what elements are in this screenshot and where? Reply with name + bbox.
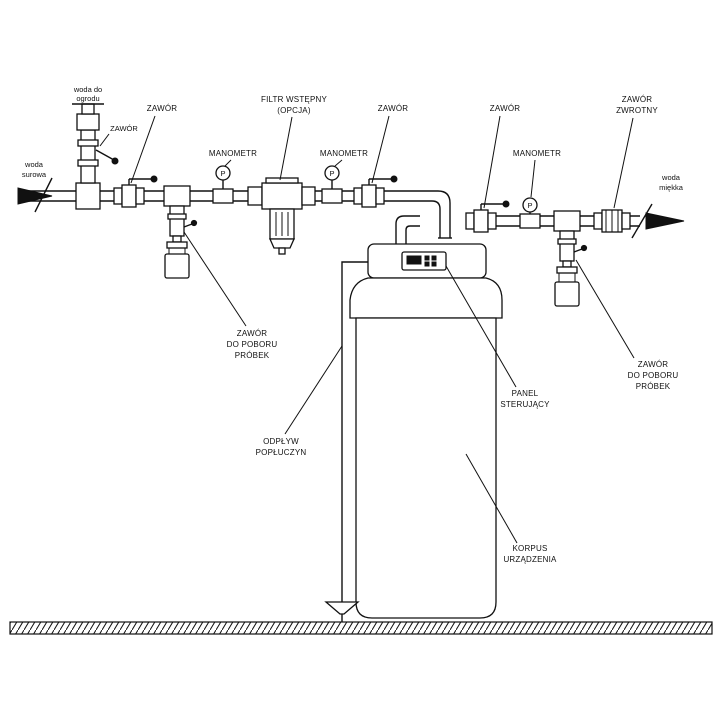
sampling-valve-right-label-2: DO POBORU: [628, 371, 679, 380]
floor: [9, 621, 713, 635]
outlet-valve-label: ZAWÓR: [490, 104, 520, 113]
check-valve-label-1: ZAWÓR: [622, 95, 652, 104]
raw-water-label-2: surowa: [22, 170, 47, 179]
drain-label-2: POPŁUCZYN: [256, 448, 307, 457]
filter-label-1: FILTR WSTĘPNY: [261, 95, 327, 104]
soft-water-label-1: woda: [661, 173, 681, 182]
device-body-label-1: KORPUS: [513, 544, 548, 553]
sampling-valve-left-label-2: DO POBORU: [227, 340, 278, 349]
garden-water-label-1: woda do: [73, 85, 102, 94]
device-inlet-valve: [353, 175, 398, 208]
sampling-valve-left-label-3: PRÓBEK: [235, 351, 270, 360]
manometer-1: P: [212, 165, 234, 204]
soft-water-label-2: miękka: [659, 183, 684, 192]
sampling-tee-left: [163, 185, 198, 279]
filter-label-2: (OPCJA): [277, 106, 311, 115]
drain-label-1: ODPŁYW: [263, 437, 299, 446]
inlet-valve-label: ZAWÓR: [147, 104, 177, 113]
drain-line: [324, 261, 368, 622]
garden-valve-label: ZAWÓR: [110, 124, 138, 133]
manometer-1-label: MANOMETR: [209, 149, 257, 158]
device-inlet-valve-label: ZAWÓR: [378, 104, 408, 113]
inlet-valve: [113, 175, 158, 208]
garden-water-label-2: ogrodu: [76, 94, 99, 103]
device-body-label-2: URZĄDZENIA: [503, 555, 557, 564]
sampling-valve-right-label-3: PRÓBEK: [636, 382, 671, 391]
outlet-valve: [465, 200, 510, 233]
softener-device: [349, 243, 503, 619]
sampling-tee-right: [553, 210, 588, 307]
manometer-3: P: [519, 197, 541, 229]
sampling-valve-right-label-1: ZAWÓR: [638, 360, 668, 369]
manometer-3-label: MANOMETR: [513, 149, 561, 158]
soft-water-arrow: [631, 203, 685, 239]
manometer-3-gauge-letter: P: [527, 201, 532, 210]
check-valve: [593, 209, 631, 233]
check-valve-label-2: ZWROTNY: [616, 106, 658, 115]
raw-water-label-1: woda: [24, 160, 44, 169]
manometer-2-gauge-letter: P: [329, 169, 334, 178]
pre-filter: [247, 177, 316, 255]
manometer-2: P: [321, 165, 343, 204]
sampling-valve-left-label-1: ZAWÓR: [237, 329, 267, 338]
control-panel-label-2: STERUJĄCY: [500, 400, 550, 409]
control-panel-label-1: PANEL: [512, 389, 539, 398]
garden-branch: [72, 103, 119, 210]
manometer-2-label: MANOMETR: [320, 149, 368, 158]
manometer-1-gauge-letter: P: [220, 169, 225, 178]
raw-water-arrow: [17, 177, 53, 213]
